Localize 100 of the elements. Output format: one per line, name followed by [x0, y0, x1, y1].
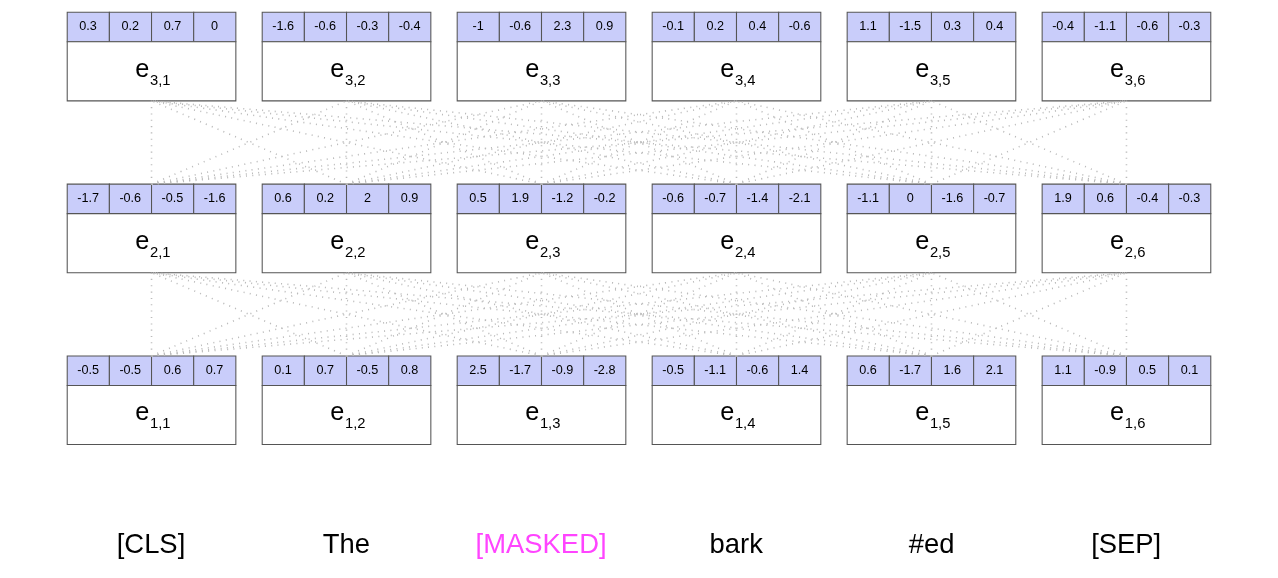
node-label: -1.4 [746, 191, 769, 206]
node-label: -0.3 [1178, 191, 1201, 206]
node-label: 0 [906, 191, 914, 206]
node-label: 1.9 [1054, 191, 1072, 206]
node-label: -1.6 [941, 191, 964, 206]
node-label: -0.9 [1094, 362, 1117, 377]
node-label: 2.1 [985, 362, 1004, 377]
node-label: 0.5 [469, 191, 487, 206]
node-label: -0.3 [356, 19, 379, 34]
connector [345, 271, 738, 357]
connector [150, 100, 348, 185]
node-label: 0.6 [859, 362, 877, 377]
connector [150, 100, 1128, 185]
node-label: 0.2 [706, 19, 725, 34]
connector [345, 100, 933, 185]
node-label: 0.6 [163, 362, 182, 377]
connector [150, 271, 738, 357]
node-label: 0.9 [400, 191, 419, 206]
node-label: -0.6 [746, 362, 769, 377]
connector [345, 271, 543, 357]
node-label: -1.5 [899, 19, 922, 34]
node-label: 0.5 [1138, 362, 1157, 377]
node-label: -0.5 [119, 362, 142, 377]
label: [CLS] [116, 528, 186, 560]
node-label: -0.5 [662, 362, 684, 377]
node-label: -1.2 [551, 191, 574, 206]
node-label: -0.5 [161, 191, 184, 206]
node-label: -1 [472, 19, 484, 34]
node-label: 0 [211, 19, 219, 34]
node-label: -1.7 [77, 191, 99, 206]
node-label: 0.9 [595, 19, 614, 34]
node-label: -1.7 [509, 362, 532, 377]
node-label: 0.6 [1096, 191, 1114, 206]
connector [345, 271, 933, 357]
connector [735, 100, 1128, 185]
connector [345, 100, 738, 185]
node-label: 1.9 [511, 191, 530, 206]
node-label: 0.1 [274, 362, 292, 377]
connector [930, 271, 1128, 357]
node-label: -0.3 [1178, 19, 1201, 34]
connector [150, 100, 738, 185]
connector [150, 271, 543, 357]
node-label: -1.1 [857, 191, 879, 206]
node-label: 0.6 [274, 191, 292, 206]
node-label: 0.2 [121, 19, 140, 34]
node-label: -0.9 [551, 362, 574, 377]
connector [735, 271, 1128, 357]
node-label: -0.6 [788, 19, 811, 34]
node-label: 0.7 [163, 19, 182, 34]
node-label: -2.8 [593, 362, 616, 377]
node-label: 0.4 [748, 19, 767, 34]
node-label: 0.7 [205, 362, 224, 377]
node-label: -0.6 [662, 191, 684, 206]
connector [930, 100, 1128, 185]
connector [150, 100, 543, 185]
node-label: 0.1 [1180, 362, 1199, 377]
connector [150, 271, 348, 357]
node-label: 0.3 [943, 19, 962, 34]
node-label: 1.4 [790, 362, 809, 377]
node-label: -0.7 [983, 191, 1006, 206]
node-label: 1.6 [943, 362, 962, 377]
label: The [322, 528, 371, 560]
node-label: -0.4 [398, 19, 421, 34]
node-label: 0.2 [316, 191, 335, 206]
connector [150, 100, 933, 185]
node-label: -1.1 [1094, 19, 1117, 34]
node-label: 1.1 [859, 19, 877, 34]
label: bark [709, 528, 763, 560]
connector [540, 271, 738, 357]
node-label: -1.6 [203, 191, 226, 206]
node-label: 1.1 [1054, 362, 1072, 377]
node-label: 0.8 [400, 362, 419, 377]
node-label: -1.6 [272, 19, 294, 34]
connector [735, 271, 933, 357]
node-label: 2.3 [553, 19, 572, 34]
connector [540, 271, 1128, 357]
node-label: -0.1 [662, 19, 684, 34]
node-label: -0.4 [1052, 19, 1074, 34]
connector [540, 100, 738, 185]
node-label: -0.5 [356, 362, 379, 377]
connector [345, 100, 1128, 185]
connector [150, 271, 933, 357]
connector [540, 271, 933, 357]
connector [345, 100, 543, 185]
node-label: 0.4 [985, 19, 1004, 34]
node-label: -0.6 [1136, 19, 1159, 34]
node-label: 0.7 [316, 362, 335, 377]
node-label: -0.2 [593, 191, 616, 206]
connector [345, 271, 1128, 357]
connector [735, 100, 933, 185]
node-label: 2 [363, 191, 371, 206]
node-label: -1.7 [899, 362, 922, 377]
node-label: -0.5 [77, 362, 99, 377]
node-label: -0.6 [314, 19, 337, 34]
label: [MASKED] [475, 528, 607, 560]
node-label: -0.4 [1136, 191, 1159, 206]
connector [150, 271, 1128, 357]
node-label: -0.7 [704, 191, 727, 206]
connector [540, 100, 1128, 185]
node-label: -0.6 [509, 19, 532, 34]
